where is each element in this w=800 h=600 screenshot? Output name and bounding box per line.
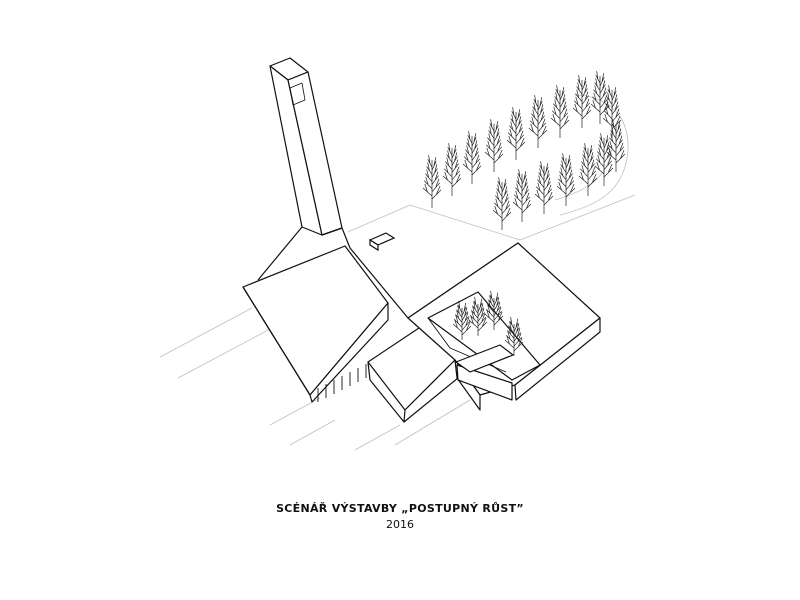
tree-icon — [468, 296, 488, 336]
drawing-caption: SCÉNÁŘ VÝSTAVBY „POSTUPNÝ RŮST” 2016 — [0, 502, 800, 532]
tree-icon — [572, 75, 592, 128]
tree-icon — [606, 119, 626, 172]
tree-icon — [506, 107, 526, 160]
tree-icon — [442, 143, 462, 196]
tree-icon — [534, 161, 554, 214]
tree-icon — [512, 169, 532, 222]
tree-icon — [504, 316, 524, 356]
tree-icon — [462, 131, 482, 184]
plaza-object — [368, 232, 396, 252]
tree-icon — [594, 133, 614, 186]
tree-icon — [484, 290, 504, 330]
tree-icon — [452, 300, 472, 340]
tree-icon — [578, 143, 598, 196]
bell-tower — [269, 57, 343, 236]
tree-icon — [528, 95, 548, 148]
tree-icon — [492, 177, 512, 230]
right-building — [407, 242, 601, 411]
tree-icon — [556, 153, 576, 206]
tree-group — [422, 71, 626, 356]
caption-title: SCÉNÁŘ VÝSTAVBY „POSTUPNÝ RŮST” — [276, 502, 524, 515]
front-wing — [367, 321, 459, 423]
courtyard-block — [454, 344, 515, 373]
colonnade — [317, 364, 367, 402]
tree-icon — [602, 85, 622, 138]
site-context-lines — [159, 94, 636, 451]
main-hall — [242, 245, 389, 403]
tree-icon — [590, 71, 610, 124]
tree-icon — [484, 119, 504, 172]
tree-icon — [550, 85, 570, 138]
caption-year: 2016 — [386, 518, 414, 531]
tree-icon — [422, 155, 442, 208]
